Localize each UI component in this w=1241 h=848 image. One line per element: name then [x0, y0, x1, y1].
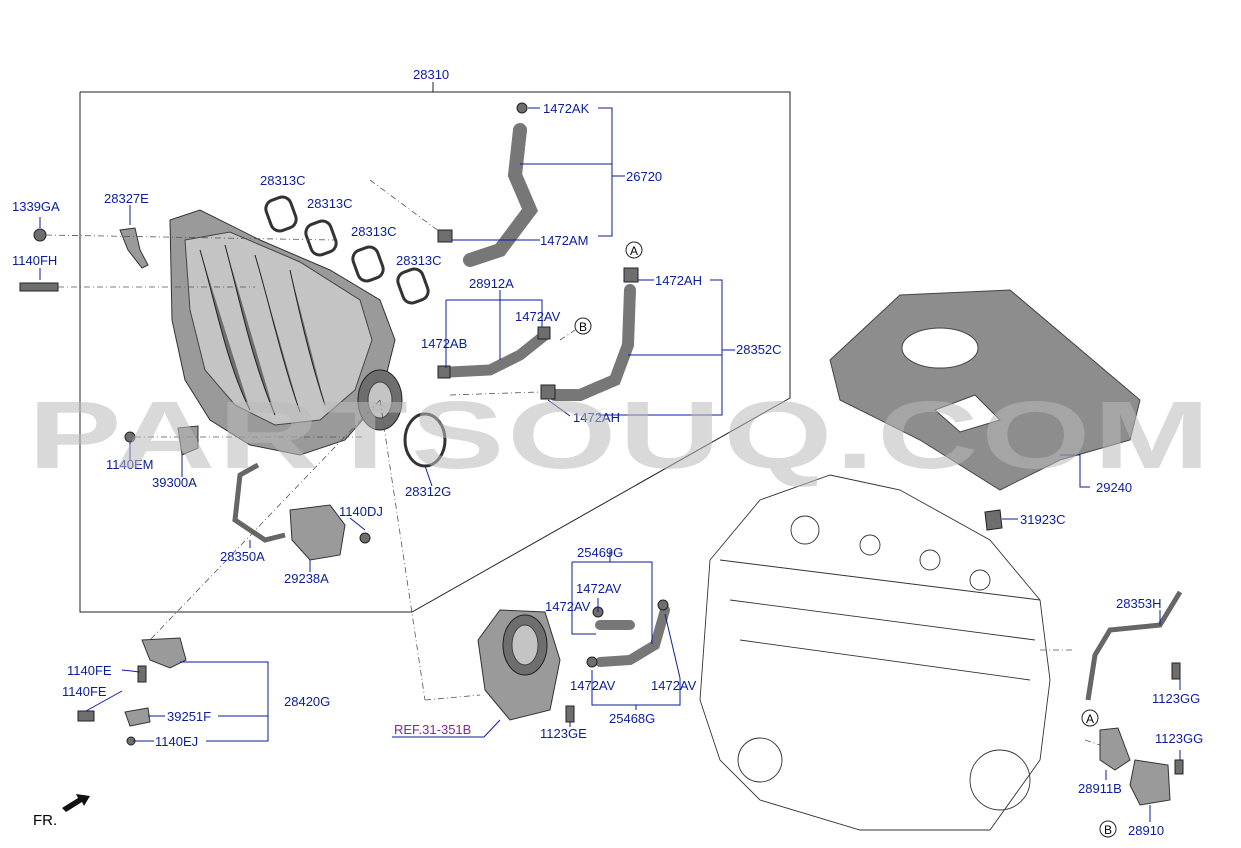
svg-text:A: A — [630, 244, 638, 258]
bolt-1140fh — [19, 282, 59, 292]
assembly-frame-28310 — [79, 91, 791, 613]
bolt-1123gg-2 — [1174, 759, 1184, 775]
label-1339ga[interactable]: 1339GA — [12, 199, 60, 214]
clamp-1472av — [537, 326, 551, 340]
nut-1339ga — [33, 228, 47, 242]
svg-text:A: A — [1086, 712, 1094, 726]
label-1140fe-1[interactable]: 1140FE — [67, 663, 112, 678]
callout-a-top: A — [625, 241, 643, 259]
front-orientation-marker: FR. — [33, 794, 90, 829]
front-label: FR. — [33, 812, 57, 829]
label-28310[interactable]: 28310 — [413, 67, 449, 82]
callout-a-bottom: A — [1081, 709, 1099, 727]
pipe-28353h — [1085, 590, 1183, 701]
callout-b-top: B — [574, 317, 592, 335]
label-29240[interactable]: 29240 — [1096, 480, 1132, 495]
label-28352c[interactable]: 28352C — [736, 342, 782, 357]
label-28911b[interactable]: 28911B — [1078, 781, 1122, 796]
clamp-1472av-c — [586, 656, 598, 668]
clamp-1472am — [437, 229, 453, 243]
clamp-1472ak — [516, 102, 528, 114]
valve-28910 — [1129, 759, 1171, 806]
hose-25468g — [595, 605, 670, 667]
label-1472av-2[interactable]: 1472AV — [576, 581, 622, 596]
engine-block-illustration — [699, 474, 1051, 831]
label-28313c-1[interactable]: 28313C — [260, 173, 306, 188]
bolt-1123ge — [565, 705, 575, 723]
label-28312g[interactable]: 28312G — [405, 484, 451, 499]
label-1472ah-1[interactable]: 1472AH — [655, 273, 702, 288]
label-28350a[interactable]: 28350A — [220, 549, 265, 564]
bolt-1140fe-2 — [77, 710, 95, 722]
label-1140em[interactable]: 1140EM — [106, 457, 153, 472]
clamp-1472ah-bottom — [540, 384, 556, 400]
label-28420g[interactable]: 28420G — [284, 694, 330, 709]
part-39251f — [124, 707, 151, 727]
throttle-body-illustration — [477, 609, 561, 721]
label-1472am[interactable]: 1472AM — [540, 233, 588, 248]
label-28313c-2[interactable]: 28313C — [307, 196, 353, 211]
label-1123ge[interactable]: 1123GE — [540, 726, 587, 741]
label-29238a[interactable]: 29238A — [284, 571, 329, 586]
sensor-39300a — [177, 425, 199, 456]
label-1140dj[interactable]: 1140DJ — [339, 504, 383, 519]
valve-29238a — [289, 504, 346, 561]
hose-28912a — [444, 329, 551, 378]
label-31923c[interactable]: 31923C — [1020, 512, 1066, 527]
label-28910[interactable]: 28910 — [1128, 823, 1164, 838]
leader-lines — [39, 107, 1181, 822]
label-1140ej[interactable]: 1140EJ — [155, 734, 198, 749]
label-1472av-3[interactable]: 1472AV — [545, 599, 591, 614]
clamp-1472ab — [437, 365, 451, 379]
label-28327e[interactable]: 28327E — [104, 191, 149, 206]
hose-26720 — [463, 123, 539, 267]
callout-b-bottom: B — [1099, 820, 1117, 838]
label-1472ab[interactable]: 1472AB — [421, 336, 467, 351]
label-1472av-1[interactable]: 1472AV — [515, 309, 561, 324]
label-1123gg-2[interactable]: 1123GG — [1155, 731, 1203, 746]
label-26720[interactable]: 26720 — [626, 169, 662, 184]
label-25469g[interactable]: 25469G — [577, 545, 623, 560]
intake-manifold-illustration — [169, 209, 403, 456]
label-1123gg-1[interactable]: 1123GG — [1152, 691, 1200, 706]
reference-link[interactable]: REF.31-351B — [394, 722, 471, 737]
label-28313c-4[interactable]: 28313C — [396, 253, 442, 268]
label-28912a[interactable]: 28912A — [469, 276, 514, 291]
bolt-1140dj — [359, 532, 371, 544]
gasket-28313c-group — [264, 195, 430, 305]
clamp-1472av-a — [657, 599, 669, 611]
part-28327e — [119, 227, 149, 269]
pipe-28350a — [232, 462, 286, 543]
hose-28352c — [549, 284, 636, 401]
bolt-1140fe-1 — [137, 665, 147, 683]
label-1472av-4[interactable]: 1472AV — [570, 678, 616, 693]
bolt-1123gg-1 — [1171, 662, 1181, 680]
label-28313c-3[interactable]: 28313C — [351, 224, 397, 239]
plug-31923c — [984, 509, 1003, 531]
svg-text:B: B — [579, 320, 587, 334]
label-1472ak[interactable]: 1472AK — [543, 101, 590, 116]
label-1472av-5[interactable]: 1472AV — [651, 678, 697, 693]
clamp-1472ah-top — [623, 267, 639, 283]
engine-cover-29240 — [829, 289, 1141, 491]
front-arrow-icon — [62, 794, 90, 812]
label-1472ah-2[interactable]: 1472AH — [573, 410, 620, 425]
label-28353h[interactable]: 28353H — [1116, 596, 1162, 611]
bracket-28911b — [1099, 727, 1131, 771]
label-25468g[interactable]: 25468G — [609, 711, 655, 726]
dashed-guide-lines — [45, 179, 1101, 746]
bracket-28420g — [141, 637, 187, 669]
svg-text:B: B — [1104, 823, 1112, 837]
label-39251f[interactable]: 39251F — [167, 709, 211, 724]
label-1140fe-2[interactable]: 1140FE — [62, 684, 107, 699]
label-1140fh[interactable]: 1140FH — [12, 253, 57, 268]
watermark: PARTSOUQ.COM — [28, 382, 1213, 489]
label-39300a[interactable]: 39300A — [152, 475, 197, 490]
